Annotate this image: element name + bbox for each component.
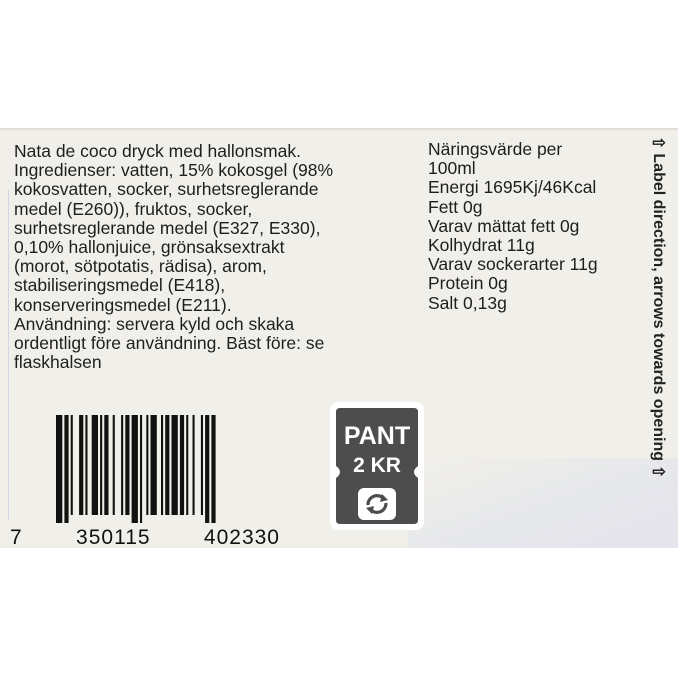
ingredients-line: surhetsreglerande medel (E327, E330), xyxy=(14,217,321,238)
ingredients-line: (morot, sötpotatis, rädisa), arom, xyxy=(14,256,267,277)
nutrition-row: Salt 0,13g xyxy=(428,292,507,313)
label-direction-note: ⇧ Label direction, arrows towards openin… xyxy=(638,136,668,536)
barcode-bar xyxy=(104,415,109,515)
barcode-bar xyxy=(91,415,98,515)
nutrition-row: Varav sockerarter 11g xyxy=(428,254,598,275)
usage-line: Användning: servera kyld och skaka xyxy=(14,313,295,334)
barcode-bar xyxy=(200,415,203,515)
ingredients-line: Nata de coco dryck med hallonsmak. xyxy=(14,141,301,161)
barcode-digit-group: 350115 xyxy=(76,526,151,548)
barcode-bar xyxy=(165,415,170,515)
barcode-bar xyxy=(205,415,210,523)
barcode-bar xyxy=(171,415,178,515)
nutrition-heading: Näringsvärde per xyxy=(428,139,563,159)
ingredients-block: Nata de coco dryck med hallonsmak. Ingre… xyxy=(14,141,414,373)
barcode-bar xyxy=(211,415,216,523)
barcode-bar xyxy=(112,415,115,515)
nutrition-table: Näringsvärde per 100ml Energi 1695Kj/46K… xyxy=(428,139,638,313)
barcode-bar xyxy=(56,415,63,523)
product-label: Nata de coco dryck med hallonsmak. Ingre… xyxy=(0,128,678,548)
barcode-icon xyxy=(56,415,216,523)
nutrition-row: Energi 1695Kj/46Kcal xyxy=(428,177,597,198)
nutrition-unit: 100ml xyxy=(428,158,476,179)
barcode-bar xyxy=(146,415,149,515)
pant-amount: 2 KR xyxy=(353,454,401,477)
barcode-digits: 7 350115 402330 xyxy=(10,526,280,548)
label-direction-text: Label direction, arrows towards opening xyxy=(650,153,667,462)
label-edge-line xyxy=(0,190,9,520)
barcode-bar xyxy=(131,415,138,523)
usage-line: ordentligt före användning. Bäst före: s… xyxy=(14,333,325,354)
barcode-bar xyxy=(64,415,69,523)
barcode-bar xyxy=(192,415,195,515)
pant-badge-shape xyxy=(330,402,424,530)
barcode-digit-group: 7 xyxy=(10,526,23,548)
ingredients-line: Ingredienser: vatten, 15% kokosgel (98% xyxy=(14,160,334,181)
ingredients-line: 0,10% hallonjuice, grönsaksextrakt xyxy=(14,237,285,258)
usage-line: flaskhalsen xyxy=(14,352,102,373)
ingredients-line: stabiliseringsmedel (E418), xyxy=(14,275,226,296)
barcode-bar xyxy=(85,415,88,515)
barcode-bar xyxy=(179,415,185,515)
arrow-up-icon: ⇧ xyxy=(649,465,666,479)
label-background-smudge xyxy=(408,458,678,548)
barcode-digit-group: 402330 xyxy=(203,526,280,548)
nutrition-row: Kolhydrat 11g xyxy=(428,235,535,256)
ingredients-line: medel (E260)), fruktos, socker, xyxy=(14,198,253,219)
barcode-bar xyxy=(150,415,157,515)
nutrition-row: Fett 0g xyxy=(428,196,483,217)
recycle-arrows-icon xyxy=(358,488,396,520)
barcode-bar xyxy=(186,415,189,515)
pant-deposit-badge: PANT 2 KR xyxy=(330,402,424,530)
ingredients-line: konserveringsmedel (E211). xyxy=(14,294,232,315)
barcode-bar xyxy=(161,415,164,515)
barcode-bar xyxy=(121,415,124,515)
barcode-bar xyxy=(100,415,103,515)
barcode-bar xyxy=(70,415,73,515)
barcode-bar xyxy=(140,415,143,523)
ingredients-line: kokosvatten, socker, surhetsreglerande xyxy=(14,179,319,200)
nutrition-row: Protein 0g xyxy=(428,273,508,294)
arrow-up-icon: ⇧ xyxy=(649,136,666,150)
nutrition-row: Varav mättat fett 0g xyxy=(428,215,580,236)
pant-title: PANT xyxy=(343,422,411,450)
barcode-bar xyxy=(125,415,130,515)
barcode-bar xyxy=(79,415,84,515)
